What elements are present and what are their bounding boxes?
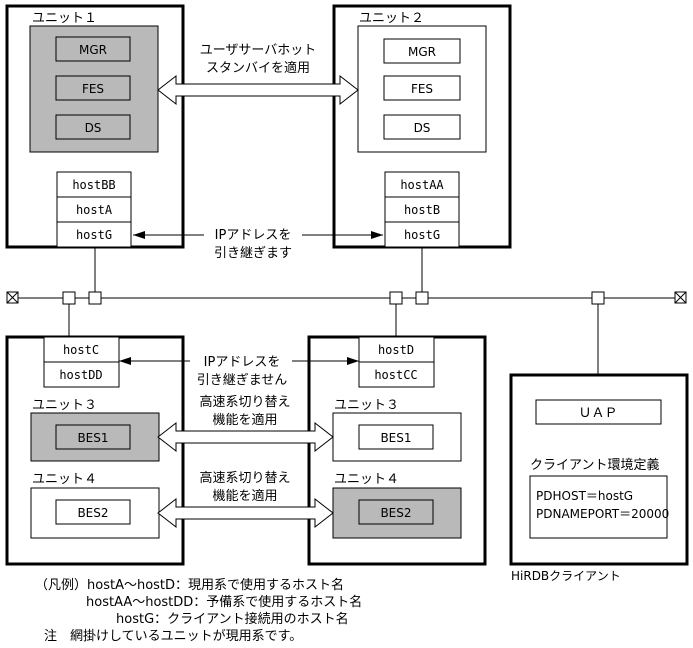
unit1-ds-label: DS xyxy=(85,121,102,135)
unit1-host-table xyxy=(56,171,132,248)
ip-inherit-label-2: 引き継ぎます xyxy=(214,246,292,261)
right-host-hostcc: hostCC xyxy=(374,368,417,382)
ip-no-inherit-label-1: IPアドレスを xyxy=(204,355,281,370)
unit1-mgr-label: MGR xyxy=(79,43,107,57)
fast-switch-unit3-label-1: 高速系切り替え xyxy=(199,394,290,410)
unit2-mgr-box xyxy=(383,38,461,64)
client-env-box xyxy=(529,475,668,539)
right-bes2-box xyxy=(358,499,434,525)
unit1-fes-label: FES xyxy=(82,82,104,96)
unit2-title: ユニット２ xyxy=(359,11,424,26)
unit1-title: ユニット１ xyxy=(32,11,97,26)
unit2-host-hostaa: hostAA xyxy=(400,178,444,192)
client-env-pdnameport: PDNAMEPORT＝20000 xyxy=(536,507,669,521)
right-unit4-title: ユニット４ xyxy=(334,472,399,487)
hot-standby-double-arrow xyxy=(157,74,359,106)
right-bes1-box xyxy=(358,424,434,450)
ip-no-inherit-arrowhead-left xyxy=(119,357,131,365)
client-env-pdhost: PDHOST＝hostG xyxy=(536,489,633,503)
left-bes1-label: BES1 xyxy=(77,431,108,445)
ip-inherit-label-1: IPアドレスを xyxy=(215,228,292,243)
fast-switch-unit4-label-2: 機能を適用 xyxy=(212,488,277,504)
unit2-ds-box xyxy=(383,114,461,140)
unit1-fes-box xyxy=(55,75,131,101)
network-terminator-left xyxy=(6,291,19,304)
left-unit3-title: ユニット３ xyxy=(32,398,97,413)
ip-inherit-arrowhead-left xyxy=(133,231,145,239)
legend-line-4: 注 網掛けしているユニットが現用系です。 xyxy=(44,629,302,644)
client-env-title: クライアント環境定義 xyxy=(530,457,659,473)
fast-switch-arrow-unit4 xyxy=(157,497,334,529)
unit2-fes-label: FES xyxy=(411,82,433,96)
unit1-ds-box xyxy=(55,114,131,140)
unit2-host-hostb: hostB xyxy=(404,203,440,217)
network-connectors xyxy=(62,291,605,305)
right-unit4-group xyxy=(332,487,462,539)
network-terminator-right xyxy=(674,291,687,304)
left-bes2-label: BES2 xyxy=(77,506,108,520)
fast-switch-unit3-label-2: 機能を適用 xyxy=(212,412,277,428)
unit1-mgr-box xyxy=(55,36,131,62)
left-bes2-box xyxy=(55,499,131,525)
left-host-hostdd: hostDD xyxy=(59,368,102,382)
hot-standby-label-2: スタンバイを適用 xyxy=(206,60,310,76)
network-lines xyxy=(18,247,675,375)
ip-no-inherit-label-2: 引き継ぎません xyxy=(197,373,288,388)
right-host-hostd: hostD xyxy=(378,343,414,357)
unit2-host-hostg: hostG xyxy=(404,228,440,242)
legend-line-1: （凡例）hostA～hostD：現用系で使用するホスト名 xyxy=(35,577,344,593)
right-bes2-label: BES2 xyxy=(380,506,411,520)
unit2-host-table xyxy=(384,171,460,248)
unit2-fes-box xyxy=(383,75,461,101)
hot-standby-label-1: ユーザサーバホット xyxy=(200,43,317,58)
unit2-mgr-label: MGR xyxy=(408,45,436,59)
uap-box xyxy=(535,399,662,425)
unit1-host-hostg: hostG xyxy=(76,228,112,242)
unit2-ds-label: DS xyxy=(414,121,431,135)
unit1-host-hosta: hostA xyxy=(76,203,113,217)
right-unit3-title: ユニット３ xyxy=(334,398,399,413)
left-host-hostc: hostC xyxy=(63,343,99,357)
legend-line-2: hostAA～hostDD：予備系で使用するホスト名 xyxy=(86,594,362,610)
client-caption: HiRDBクライアント xyxy=(511,569,621,583)
ip-no-inherit-arrowhead-right xyxy=(347,357,359,365)
ip-inherit-arrowhead-right xyxy=(371,231,383,239)
right-bes1-label: BES1 xyxy=(380,431,411,445)
left-unit4-title: ユニット４ xyxy=(32,472,97,487)
left-bes1-box xyxy=(55,424,131,450)
fast-switch-unit4-label-1: 高速系切り替え xyxy=(199,470,290,486)
uap-label: ＵＡＰ xyxy=(578,406,617,421)
fast-switch-arrow-unit3 xyxy=(157,421,334,453)
unit1-host-hostbb: hostBB xyxy=(72,178,115,192)
legend-line-3: hostG：クライアント接続用のホスト名 xyxy=(116,611,349,627)
